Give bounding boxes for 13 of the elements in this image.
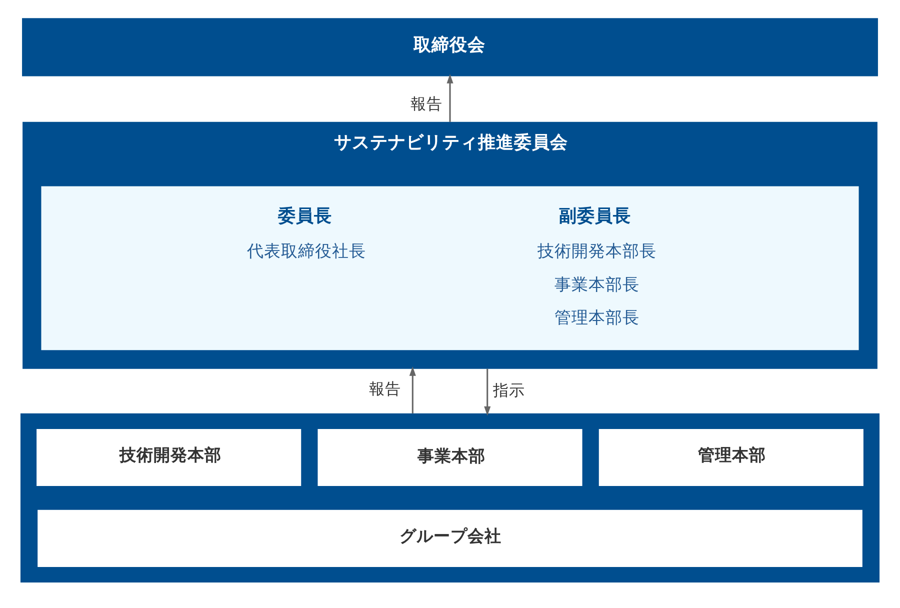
node-box: 管理本部 xyxy=(598,428,864,486)
arrow xyxy=(446,74,454,122)
node-box: 事業本部 xyxy=(318,428,582,486)
node-box: 委員長 副委員長 代表取締役社長 技術開発本部長 事業本部長 管理本部長 xyxy=(41,186,859,350)
arrow xyxy=(484,368,491,416)
arrow xyxy=(409,366,416,413)
node-box: グループ会社 xyxy=(38,509,862,566)
cluster xyxy=(20,412,880,582)
edge-label: 報告 xyxy=(369,379,402,398)
edge-label: 指示 xyxy=(493,380,526,399)
node-box: 取締役会 xyxy=(22,18,878,76)
node-box: 技術開発本部 xyxy=(36,428,302,486)
edge-label: 報告 xyxy=(410,94,442,113)
